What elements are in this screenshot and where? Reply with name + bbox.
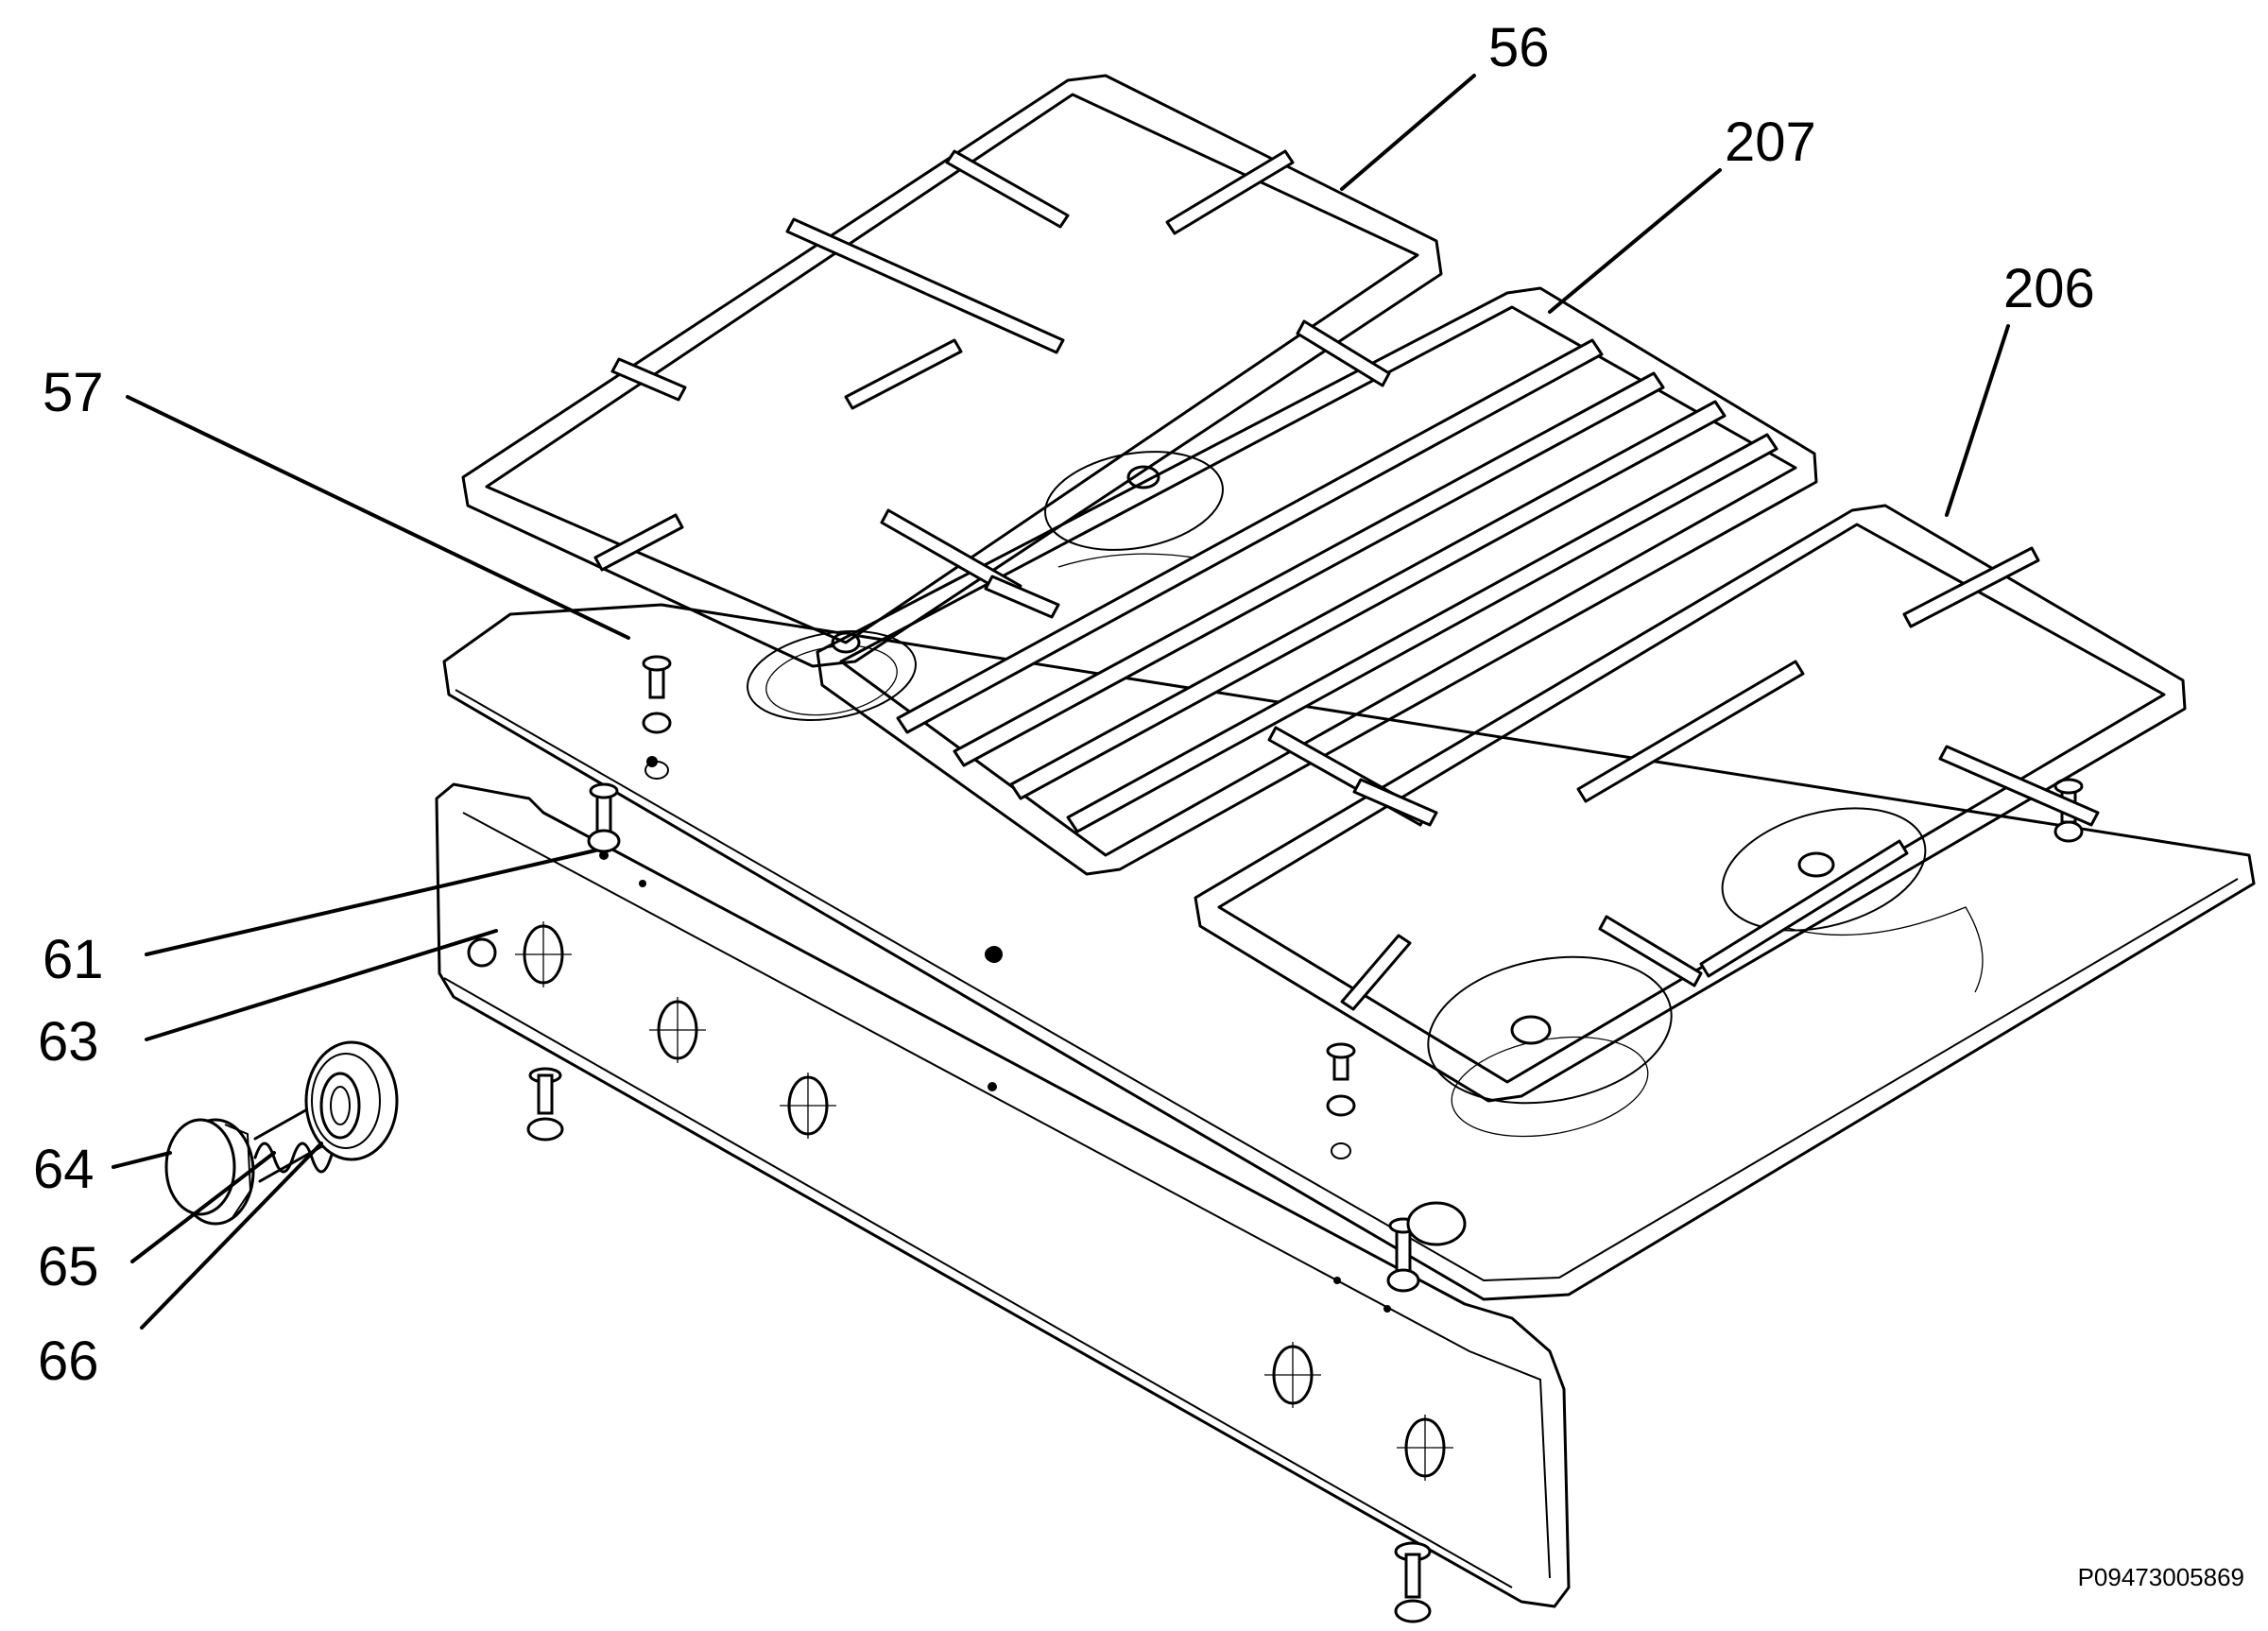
leader-61 <box>145 849 597 956</box>
reference-code: P09473005869 <box>2078 1563 2244 1591</box>
knob-hole-3 <box>780 1073 836 1139</box>
leader-lines <box>112 74 2010 1330</box>
loose-screw-left <box>526 1067 564 1142</box>
leader-56 <box>1340 74 1476 191</box>
leader-66 <box>140 1142 323 1330</box>
leader-206 <box>1945 324 2010 517</box>
label-206: 206 <box>2003 258 2095 319</box>
label-56: 56 <box>1488 17 1550 78</box>
loose-screw-bottom <box>1394 1541 1432 1623</box>
label-63: 63 <box>38 1011 99 1073</box>
pan-support-56 <box>461 74 1443 668</box>
label-65: 65 <box>38 1236 99 1297</box>
ignition-hole <box>467 937 497 968</box>
label-66: 66 <box>38 1331 99 1392</box>
part-labels: 56 207 206 57 61 63 64 65 66 <box>33 17 2095 1392</box>
knob-hole-4 <box>1264 1342 1321 1408</box>
pan-support-206 <box>1194 504 2187 1103</box>
leader-65 <box>130 1151 276 1263</box>
panel-screw-centre <box>1386 1201 1467 1293</box>
label-207: 207 <box>1725 112 1816 173</box>
plate-screw-left <box>642 655 672 780</box>
label-64: 64 <box>33 1139 94 1200</box>
bezel-66 <box>304 1040 399 1161</box>
knob-hole-2 <box>649 997 706 1063</box>
pan-support-207 <box>816 286 1818 876</box>
label-57: 57 <box>43 362 104 423</box>
leader-207 <box>1548 168 1722 314</box>
leader-63 <box>145 929 498 1041</box>
cooktop-plate <box>442 451 2256 1301</box>
label-61: 61 <box>43 929 104 990</box>
knob-hole-5 <box>1397 1415 1453 1481</box>
control-panel-63 <box>435 782 1571 1623</box>
knob-64 <box>164 1118 255 1226</box>
plate-screw-centre <box>1326 1042 1356 1159</box>
knob-hole-1 <box>515 921 572 987</box>
screw-61 <box>587 782 621 860</box>
leader-64 <box>112 1151 172 1169</box>
leader-57 <box>126 395 630 640</box>
